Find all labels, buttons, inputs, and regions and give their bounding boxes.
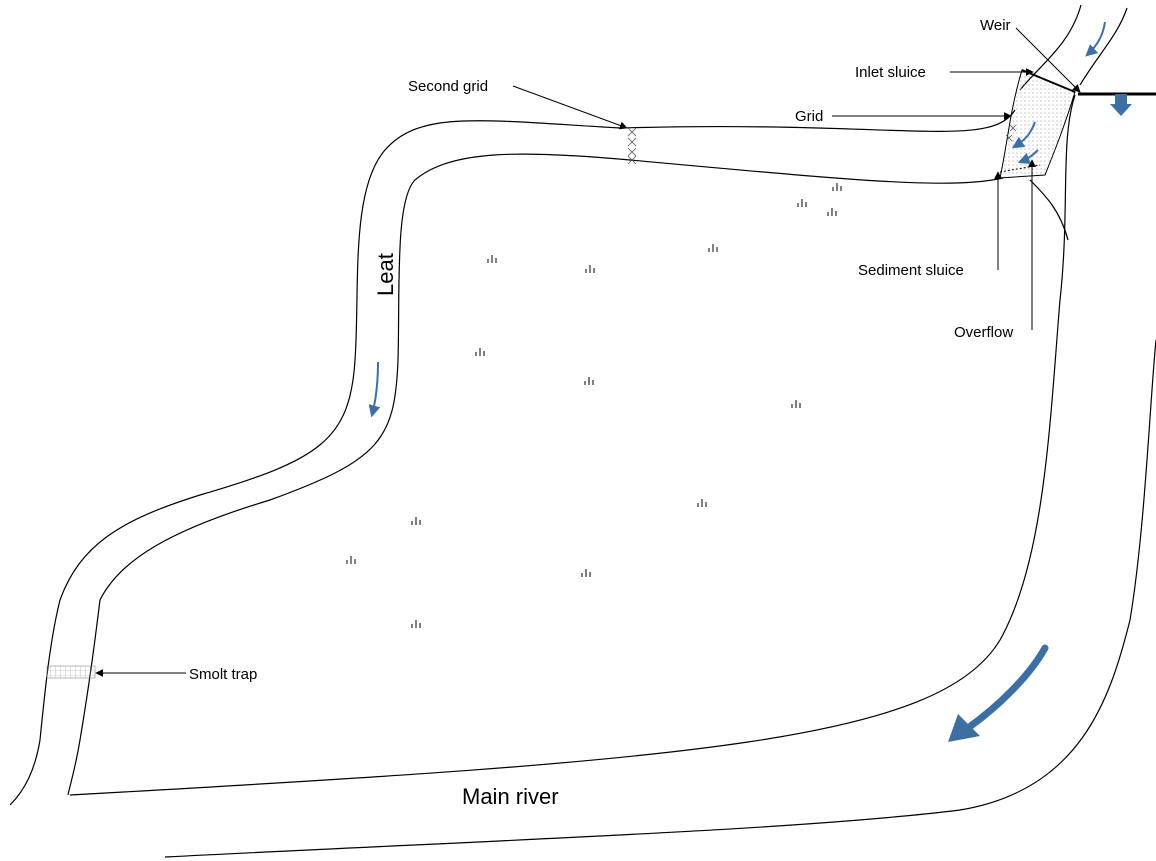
grass-tuft-icon	[411, 517, 421, 525]
inlet-sluice-label: Inlet sluice	[855, 64, 926, 81]
grass-tuft-icon	[411, 620, 421, 628]
main-river-right-bank	[1079, 7, 1128, 86]
grass-tufts	[346, 183, 842, 628]
main-river-flow-arrow-icon	[964, 644, 1049, 732]
flow-arrow-icon	[1085, 21, 1106, 57]
main-river-inner-bank	[69, 94, 1076, 796]
flow-arrow-icon	[368, 361, 381, 418]
grass-tuft-icon	[797, 199, 807, 207]
sediment-sluice-label: Sediment sluice	[858, 262, 964, 279]
leat-label: Leat	[373, 253, 398, 296]
grass-tuft-icon	[584, 377, 594, 385]
second-grid	[627, 127, 637, 165]
main-river-flow-arrowhead	[948, 714, 980, 742]
overflow-label: Overflow	[954, 324, 1013, 341]
leat-inner-bank	[67, 153, 1004, 796]
smolt-trap-label: Smolt trap	[189, 666, 257, 683]
grass-tuft-icon	[585, 265, 595, 273]
main-river-label: Main river	[462, 784, 559, 809]
weir-label: Weir	[980, 17, 1011, 34]
leat-outer-bank	[9, 109, 1016, 806]
overflow-channel	[1029, 179, 1069, 241]
main-river-outer-bank	[164, 339, 1156, 858]
second-grid-leader	[512, 85, 628, 130]
grass-tuft-icon	[346, 556, 356, 564]
grass-tuft-icon	[791, 400, 801, 408]
grass-tuft-icon	[487, 255, 497, 263]
grass-tuft-icon	[827, 208, 837, 216]
intake-grid	[1005, 124, 1017, 142]
flow-arrow-icon	[1017, 149, 1039, 165]
weir-leader	[1015, 27, 1081, 93]
grass-tuft-icon	[697, 499, 707, 507]
grass-tuft-icon	[475, 348, 485, 356]
grass-tuft-icon	[832, 183, 842, 191]
second-grid-label: Second grid	[408, 78, 488, 95]
grass-tuft-icon	[581, 569, 591, 577]
grass-tuft-icon	[708, 244, 718, 252]
inlet-basin	[999, 69, 1076, 179]
flow-arrow-icon	[1011, 121, 1036, 149]
smolt-trap-mesh	[46, 665, 96, 679]
grid-label: Grid	[795, 108, 823, 125]
weir-flow-arrow-icon	[1110, 94, 1132, 116]
